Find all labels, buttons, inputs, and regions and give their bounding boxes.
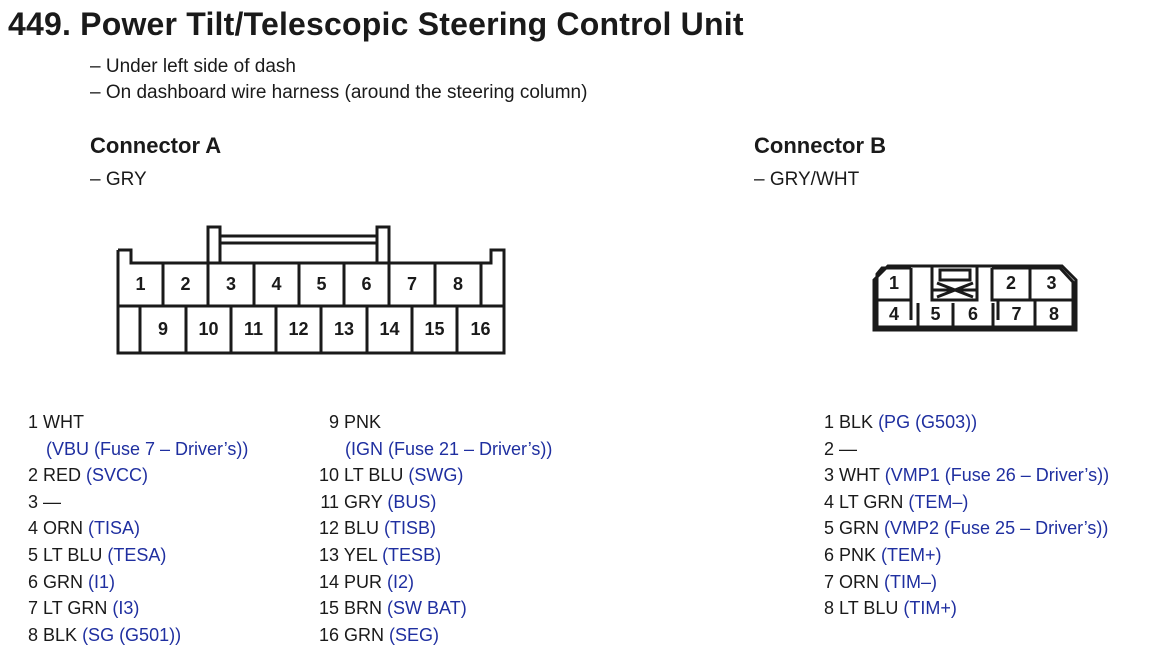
connector-a-cell: 5 [316,274,327,294]
connector-a-cell: 6 [361,274,372,294]
pin-row: 3 WHT (VMP1 (Fuse 26 – Driver’s)) [823,465,1110,486]
connector-a-cell: 1 [135,274,146,294]
pin-row: 6 PNK (TEM+) [823,544,942,565]
connector-b-cell: 2 [1005,273,1016,293]
pin-row: 8 BLK (SG (G501)) [27,624,182,645]
connector-b-color: – GRY/WHT [754,169,860,190]
pin-row: 5 GRN (VMP2 (Fuse 25 – Driver’s)) [823,518,1109,539]
connector-a-cell: 3 [225,274,236,294]
connector-a-cell: 15 [424,319,445,339]
connector-a-cell: 7 [406,274,417,294]
pin-row: 4 LT GRN (TEM–) [823,491,969,512]
pin-row: 6 GRN (I1) [27,571,116,592]
connector-a-cell: 8 [452,274,463,294]
connector-b-cell: 4 [888,304,899,324]
pin-row: 16 GRN (SEG) [318,624,440,645]
connector-a-cell: 4 [271,274,282,294]
location-line-1: – Under left side of dash [90,56,296,77]
connector-b-cell: 3 [1046,273,1057,293]
connector-a-pin-list-2: 9 PNK (IGN (Fuse 21 – Driver’s)) 10 LT B… [313,409,552,648]
connector-a-cell: 14 [379,319,400,339]
connector-a-cell: 10 [198,319,219,339]
pin-signal-continuation: (IGN (Fuse 21 – Driver’s)) [345,438,553,459]
pin-row: 5 LT BLU (TESA) [27,544,167,565]
connector-b-cell: 1 [888,273,899,293]
connector-b-pin-list: 1 BLK (PG (G503)) 2 — 3 WHT (VMP1 (Fuse … [820,409,1109,622]
connector-b-cell: 6 [967,304,978,324]
connector-a-cell: 12 [288,319,309,339]
pin-row: 10 LT BLU (SWG) [318,465,464,486]
connector-a-cell: 2 [180,274,191,294]
connector-a-color: – GRY [90,169,147,190]
pin-row: 13 YEL (TESB) [318,544,442,565]
pin-row: 7 ORN (TIM–) [823,571,938,592]
connector-b-cell: 7 [1011,304,1022,324]
pin-row: 8 LT BLU (TIM+) [823,598,957,619]
connector-a-pin-list-1: 1 WHT (VBU (Fuse 7 – Driver’s)) 2 RED (S… [24,409,248,648]
pin-signal-continuation: (VBU (Fuse 7 – Driver’s)) [46,438,249,459]
pin-row: 15 BRN (SW BAT) [318,598,467,619]
pin-row: 4 ORN (TISA) [27,518,141,539]
connector-b-heading: Connector B [754,133,886,158]
pin-row: 7 LT GRN (I3) [27,598,140,619]
connector-b-cell: 8 [1048,304,1059,324]
pin-row: 14 PUR (I2) [318,571,415,592]
page-title: 449. Power Tilt/Telescopic Steering Cont… [8,6,744,42]
connector-a-heading: Connector A [90,133,222,158]
connector-b-cell: 5 [930,304,941,324]
pin-row: 3 — [27,491,62,512]
pin-row: 11 GRY (BUS) [320,491,437,512]
connector-a-cell: 9 [157,319,168,339]
pin-row: 2 RED (SVCC) [27,465,149,486]
pin-row: 1 BLK (PG (G503)) [823,412,978,432]
pin-row: 2 — [823,438,858,459]
connector-a-cell: 16 [470,319,491,339]
pin-row: 12 BLU (TISB) [318,518,437,539]
pin-row: 1 WHT [27,412,84,432]
location-line-2: – On dashboard wire harness (around the … [90,82,588,103]
connector-a-cell: 13 [333,319,355,339]
pin-row: 9 PNK [328,412,382,432]
connector-a-cell: 11 [243,319,264,339]
